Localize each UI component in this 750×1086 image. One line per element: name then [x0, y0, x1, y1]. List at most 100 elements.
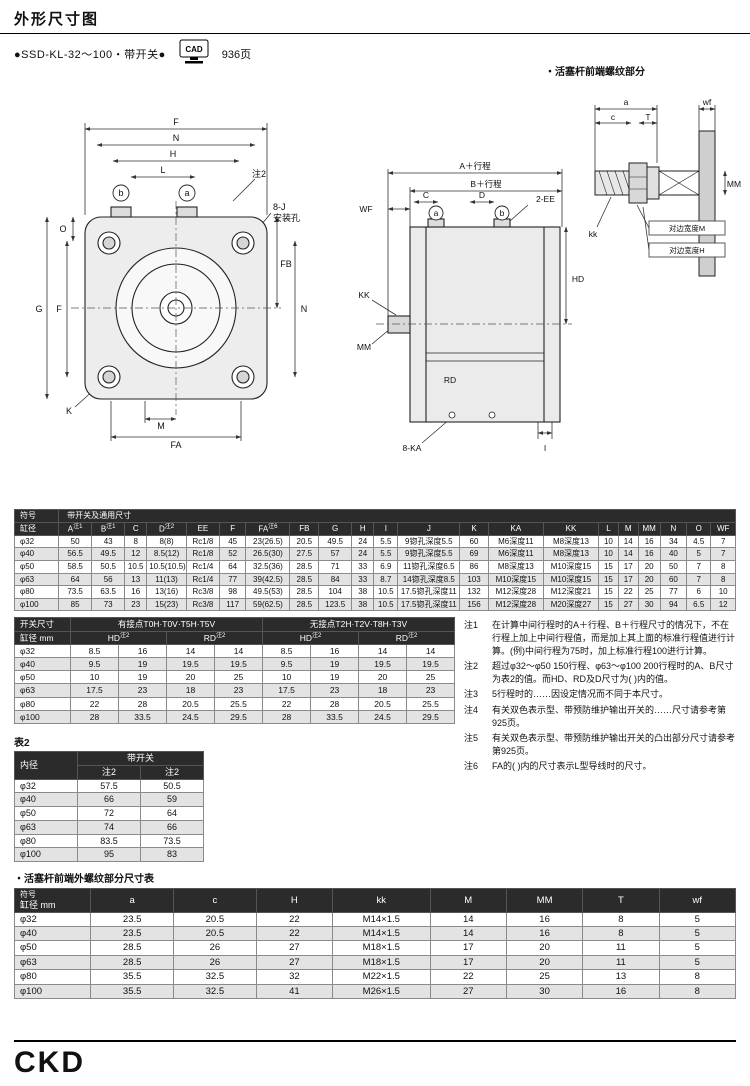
dim-label-c: C	[423, 190, 429, 200]
column-header: H	[255, 888, 334, 913]
table-cell: 20.5	[173, 926, 257, 942]
table-cell: 9.5	[70, 656, 119, 672]
table-cell: 10	[598, 547, 619, 562]
table-cell: 26	[173, 954, 257, 971]
table-cell: 18	[166, 683, 215, 698]
table-cell: 15(23)	[146, 597, 187, 612]
table-cell: 15	[598, 572, 619, 587]
cad-icon: CAD	[176, 39, 212, 69]
piston-rod	[387, 315, 411, 334]
table-cell: M8深度13	[542, 534, 600, 549]
dim-label-b-stroke: B＋行程	[470, 179, 502, 189]
table-cell: 28	[310, 696, 360, 711]
table-cell: 13(16)	[146, 585, 187, 599]
table-cell: Rc1/8	[185, 547, 220, 562]
table-cell: 41	[255, 983, 334, 1000]
dim-label-l: L	[160, 165, 165, 175]
column-header: FB	[289, 521, 320, 536]
table-cell: 98	[218, 585, 247, 599]
table-cell: 27	[429, 983, 507, 1000]
footer: CKD	[14, 1040, 736, 1080]
table-cell: 28.5	[289, 585, 320, 599]
table-cell: Rc3/8	[185, 597, 220, 612]
table-cell: 8	[658, 969, 737, 985]
flats-h-label: 对边宽度H	[669, 245, 704, 255]
table-cell: M12深度28	[487, 585, 544, 599]
table-cell: 73.5	[140, 833, 204, 849]
table-cell: 25	[637, 585, 661, 599]
table-cell: 10.5	[373, 585, 399, 599]
rod-nut	[628, 162, 648, 204]
table-cell: 16	[118, 643, 167, 658]
table-cell: 132	[459, 585, 489, 599]
dim-label-t: T	[645, 112, 650, 122]
dim-label-wf: wf	[702, 97, 712, 107]
table-cell: 33	[351, 572, 375, 587]
table-cell: 18	[358, 683, 408, 698]
column-header: A注1	[58, 521, 93, 536]
dim-label-a-stroke: A＋行程	[459, 161, 491, 171]
table-cell: 74	[77, 819, 141, 835]
table-cell: 23(26.5)	[245, 534, 291, 549]
table-cell: 12	[124, 547, 148, 562]
table-cell: 14	[213, 643, 264, 658]
table-cell: 5	[686, 547, 712, 562]
table-cell: 64	[58, 572, 93, 587]
port-a-label: a	[184, 188, 189, 198]
table-cell: M12深度28	[487, 597, 544, 612]
dim-label-hd: HD	[572, 274, 584, 284]
row-label: φ63	[14, 819, 78, 835]
table-cell: 7	[710, 547, 736, 562]
table-cell: 29.5	[213, 709, 264, 724]
table-cell: 20	[358, 670, 408, 685]
bore-header: 内径	[14, 750, 78, 780]
cylinder-body-side	[409, 226, 561, 423]
table-cell: 117	[218, 597, 247, 612]
dim-label-wf: WF	[359, 204, 372, 214]
table-cell: 8(8)	[146, 534, 187, 549]
table-cell: 66	[140, 819, 204, 835]
dim-label-mm: MM	[357, 342, 371, 352]
table-cell: 14锪孔深度8.5	[397, 572, 461, 587]
table-cell: M10深度15	[542, 572, 600, 587]
table-cell: 19	[118, 670, 167, 685]
row-label: φ100	[14, 709, 71, 724]
row-label-header: 缸径	[13, 521, 60, 536]
note2-col-header: 注2	[77, 764, 141, 780]
table-cell: 95	[77, 847, 141, 863]
column-header: KK	[542, 521, 600, 536]
table-cell: 28	[70, 709, 119, 724]
row-label: φ40	[13, 926, 92, 942]
dim-label-n: N	[173, 133, 180, 143]
row-label: φ100	[13, 983, 92, 1000]
table-cell: 33.5	[118, 709, 167, 724]
table-cell: Rc1/4	[185, 560, 220, 574]
table-cell: 27	[255, 940, 334, 956]
row-label: φ63	[14, 683, 71, 698]
table-cell: 23.5	[90, 911, 175, 928]
dim-label-i: I	[544, 443, 546, 453]
note2-ref: 注2	[252, 168, 266, 179]
table-cell: 11	[582, 954, 660, 971]
table-cell: 156	[459, 597, 489, 612]
port-a-label: a	[434, 208, 439, 218]
table-cell: 10	[710, 585, 736, 599]
table-cell: 8	[582, 911, 660, 928]
table-cell: 19.5	[358, 656, 408, 672]
table-cell: 60	[459, 534, 489, 549]
mount-hole-label2: 安装孔	[273, 212, 300, 223]
table-cell: 32.5	[173, 983, 257, 1000]
port-b-label: b	[500, 208, 505, 218]
table-cell: 73	[91, 597, 126, 612]
table-cell: 22	[70, 696, 119, 711]
row-label: φ50	[13, 560, 60, 574]
